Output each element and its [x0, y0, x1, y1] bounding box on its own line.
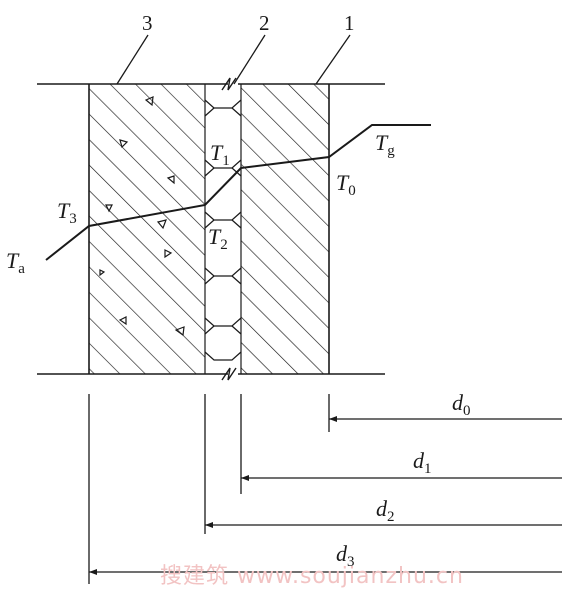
aggregate-marks	[99, 96, 185, 337]
layer-1-inner	[241, 84, 330, 374]
layer-1-label: 1	[344, 11, 355, 35]
dimension-arrows	[89, 416, 337, 575]
dimension-label-d2: d2	[376, 496, 395, 525]
dimension-lines	[88, 394, 562, 584]
temp-label-t0: T0	[336, 170, 356, 199]
temp-label-t2: T2	[208, 224, 228, 253]
layer-3-label: 3	[142, 11, 153, 35]
temp-label-t3: T3	[57, 198, 77, 227]
temp-label-t1: T1	[210, 140, 230, 169]
watermark-text: 搜建筑 www.soujianzhu.cn	[160, 564, 464, 589]
wall-boundaries	[37, 77, 385, 381]
temperature-profile-line	[45, 124, 431, 261]
layer-2-label: 2	[259, 11, 270, 35]
dimension-label-d0: d0	[452, 390, 471, 419]
layer-3-concrete	[89, 84, 205, 374]
dimension-label-d3: d3	[336, 541, 355, 570]
temp-label-ta: Ta	[6, 248, 25, 277]
layer-leaders	[116, 34, 351, 85]
dimension-label-d1: d1	[413, 448, 432, 477]
temp-label-tg: Tg	[375, 130, 395, 159]
